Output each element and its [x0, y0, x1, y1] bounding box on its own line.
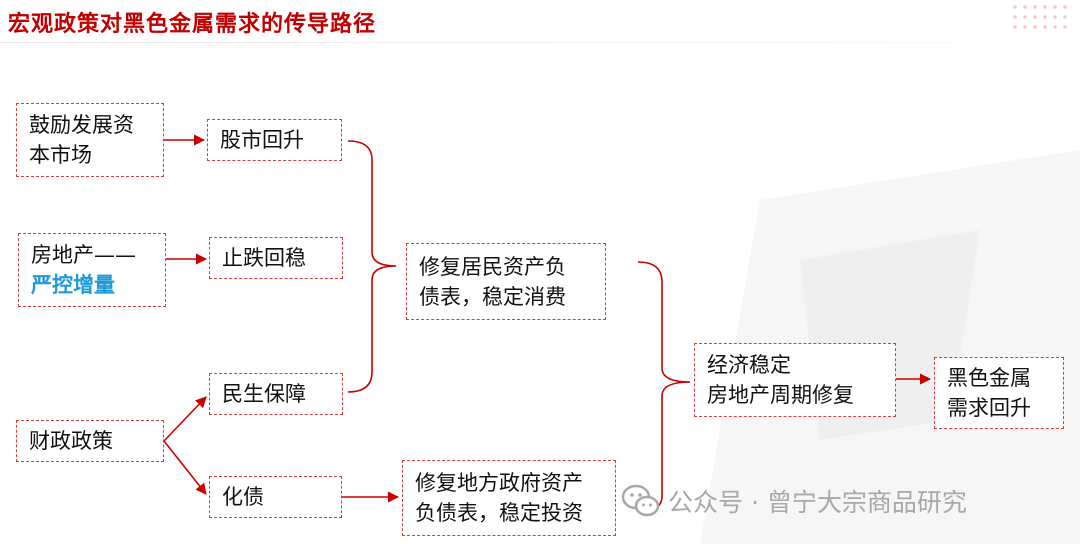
watermark-text: 公众号 · 曾宁大宗商品研究 [668, 488, 967, 517]
node-stock-market: 股市回升 [207, 119, 342, 161]
node-local-gov-repair-line2: 负债表，稳定投资 [415, 501, 583, 525]
node-capital-market-line1: 鼓励发展资 [29, 113, 134, 137]
bracket-household-inputs [347, 140, 397, 393]
node-ferrous-demand-line1: 黑色金属 [947, 366, 1031, 390]
wechat-watermark: 公众号 · 曾宁大宗商品研究 [620, 480, 967, 522]
node-household-repair: 修复居民资产负 债表，稳定消费 [406, 243, 606, 320]
node-debt-resolution-label: 化债 [222, 485, 264, 509]
node-economy-stable: 经济稳定 房地产周期修复 [694, 343, 896, 417]
node-stop-fall: 止跌回稳 [209, 237, 343, 279]
node-fiscal-policy: 财政政策 [16, 420, 164, 462]
node-local-gov-repair: 修复地方政府资产 负债表，稳定投资 [402, 460, 616, 536]
decorative-dots [1010, 2, 1072, 32]
wechat-icon [621, 484, 660, 517]
node-livelihood: 民生保障 [209, 373, 343, 415]
node-livelihood-label: 民生保障 [222, 382, 306, 406]
node-stop-fall-label: 止跌回稳 [222, 246, 306, 270]
node-ferrous-demand-line2: 需求回升 [947, 396, 1031, 420]
node-ferrous-demand: 黑色金属 需求回升 [934, 357, 1064, 429]
node-economy-stable-line1: 经济稳定 [707, 353, 791, 377]
node-household-repair-line1: 修复居民资产负 [419, 254, 566, 279]
node-stock-market-label: 股市回升 [220, 128, 304, 152]
node-debt-resolution: 化债 [209, 476, 342, 518]
node-capital-market-line2: 本市场 [29, 143, 92, 167]
node-real-estate-line1: 房地产—— [31, 243, 136, 267]
node-real-estate: 房地产—— 严控增量 [18, 233, 166, 307]
node-fiscal-policy-label: 财政政策 [29, 429, 113, 453]
node-local-gov-repair-line1: 修复地方政府资产 [415, 471, 583, 495]
node-real-estate-highlight: 严控增量 [31, 273, 115, 297]
bracket-economy-inputs [637, 261, 691, 513]
arrow-fiscal-to-debt [163, 440, 207, 495]
node-household-repair-line2: 债表，稳定消费 [419, 284, 566, 309]
node-capital-market: 鼓励发展资 本市场 [16, 103, 164, 177]
arrow-fiscal-to-livelihood [163, 396, 207, 442]
title-divider [0, 42, 1080, 43]
page-title: 宏观政策对黑色金属需求的传导路径 [8, 12, 377, 37]
node-economy-stable-line2: 房地产周期修复 [707, 383, 854, 407]
